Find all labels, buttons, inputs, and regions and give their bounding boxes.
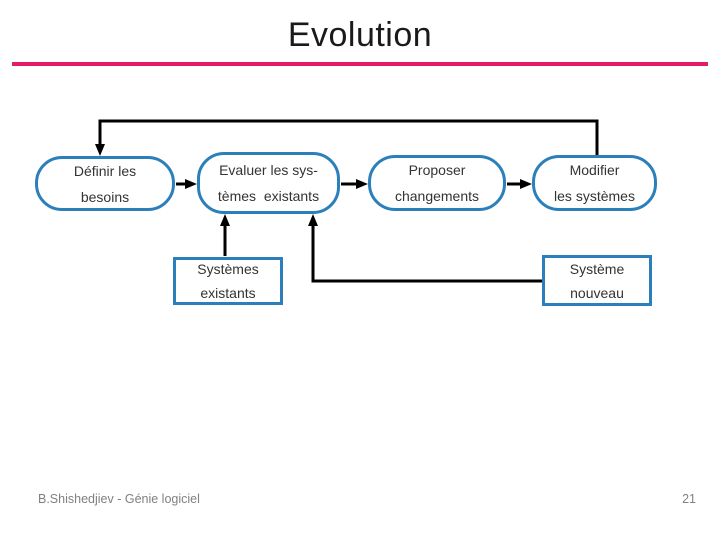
- footer-page-number: 21: [682, 492, 696, 506]
- box-label-line: changements: [394, 188, 480, 204]
- process-box-definir-les-besoins: Définir les besoins: [35, 156, 175, 211]
- data-box-systeme-nouveau: Système nouveau: [542, 255, 652, 306]
- box-label-line: Définir les: [73, 162, 137, 179]
- feedback-loop-arrow: [95, 119, 599, 156]
- box-label-line: tèmes existants: [217, 188, 320, 204]
- process-box-evaluer-les-systemes: Evaluer les sys- tèmes existants: [197, 152, 340, 214]
- box-label-line: les systèmes: [554, 188, 635, 204]
- arrow-sys-nouveau-to-evaluer: [308, 214, 542, 283]
- slide-footer: B.Shishedjiev - Génie logiciel 21: [38, 492, 696, 506]
- box-label-line: Proposer: [408, 162, 466, 178]
- box-label-line: nouveau: [570, 284, 624, 301]
- process-box-proposer-changements: Proposer changements: [368, 155, 506, 211]
- box-label-line: Evaluer les sys-: [219, 162, 318, 178]
- title-underline: [12, 62, 708, 66]
- box-label-line: Systèmes: [197, 261, 259, 277]
- data-box-systemes-existants: Systèmes existants: [173, 257, 283, 305]
- box-label-line: Modifier: [569, 162, 620, 178]
- footer-author: B.Shishedjiev - Génie logiciel: [38, 492, 200, 506]
- box-label-line: Système: [569, 260, 625, 277]
- box-label-line: besoins: [80, 188, 130, 205]
- process-box-modifier-les-systemes: Modifier les systèmes: [532, 155, 657, 211]
- page-title: Evolution: [287, 16, 433, 54]
- box-label-line: existants: [200, 285, 256, 301]
